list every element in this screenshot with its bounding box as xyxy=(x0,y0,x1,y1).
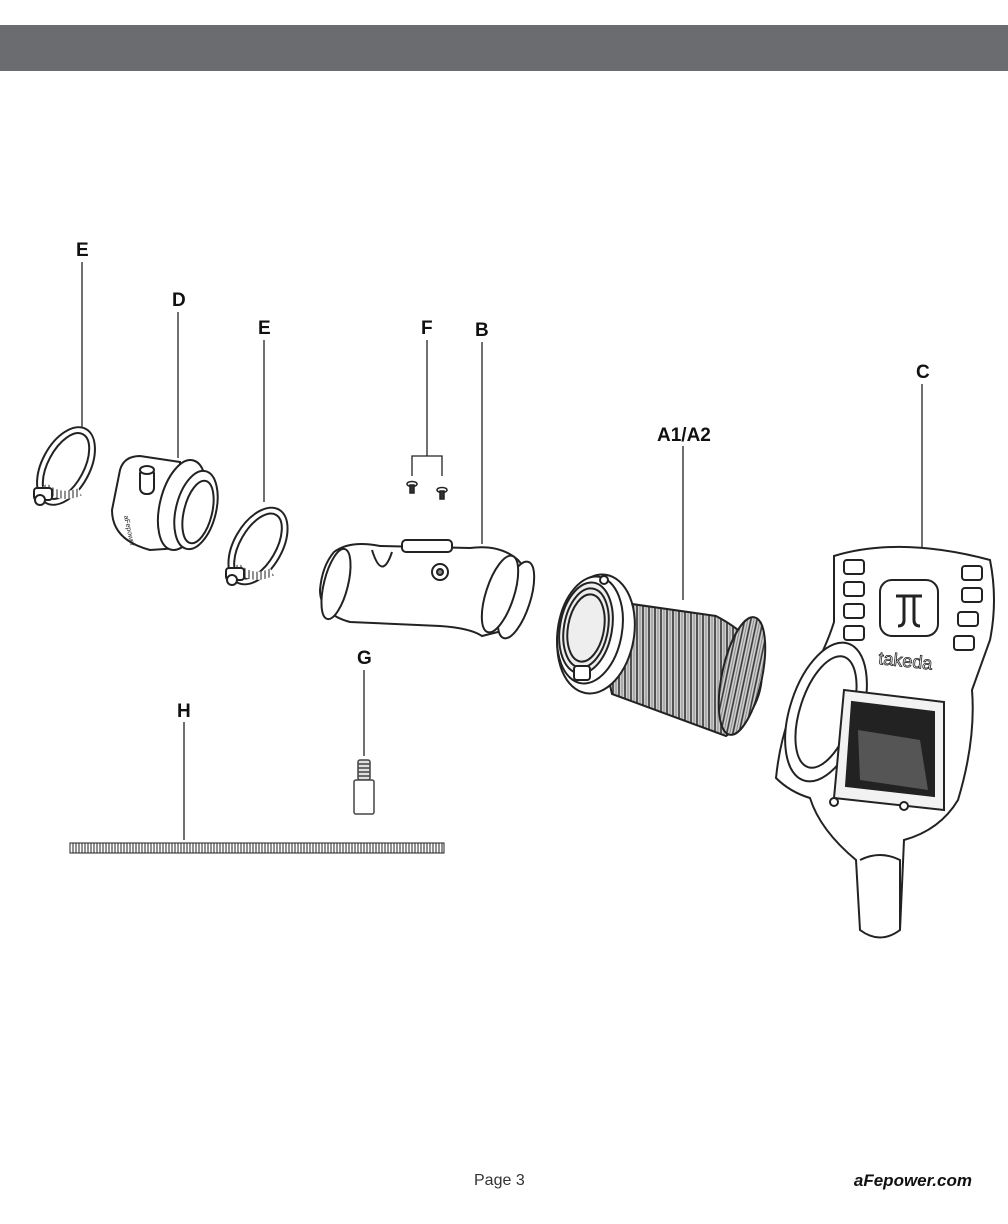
callout-g: G xyxy=(357,648,372,669)
callout-a: A1/A2 xyxy=(657,425,711,446)
callout-e-left: E xyxy=(76,240,89,261)
leader-bracket-f xyxy=(411,455,443,476)
hose-clamp-left xyxy=(33,426,96,506)
page-number: Page 3 xyxy=(474,1172,525,1189)
coupler-adapter: aFepower xyxy=(110,454,219,552)
callout-e-mid: E xyxy=(258,318,271,339)
website-link[interactable]: aFepower.com xyxy=(853,1171,972,1190)
callout-d: D xyxy=(172,290,186,311)
callout-f: F xyxy=(421,318,433,339)
hose-clamp-middle xyxy=(225,506,289,586)
callout-c: C xyxy=(916,362,930,383)
callout-h: H xyxy=(177,701,191,722)
intake-tube xyxy=(318,539,536,640)
edge-trim-strip xyxy=(69,842,445,854)
airbox-housing: takeda xyxy=(774,545,995,939)
air-filter xyxy=(556,573,767,738)
screws xyxy=(406,480,448,500)
callout-b: B xyxy=(475,320,489,341)
header-bar xyxy=(0,25,1008,71)
standoff-bolt xyxy=(353,759,375,815)
